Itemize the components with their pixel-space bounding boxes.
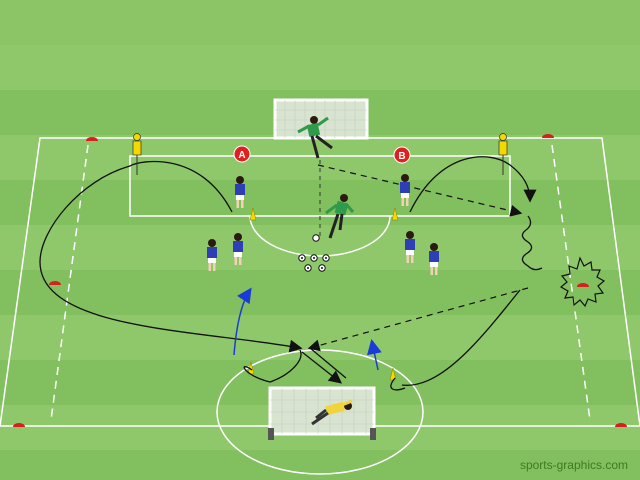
ball bbox=[312, 234, 320, 242]
bottom-right-run bbox=[401, 289, 521, 386]
right-run-arrow bbox=[409, 156, 537, 213]
marker-b: B bbox=[393, 146, 411, 164]
pass-arrow-top bbox=[317, 164, 523, 217]
blue-players bbox=[207, 174, 439, 275]
penalty-arc bbox=[249, 215, 391, 257]
red-cone bbox=[86, 137, 98, 141]
red-cone bbox=[577, 283, 589, 287]
left-dashed-line bbox=[50, 144, 89, 421]
movement-paths bbox=[39, 156, 543, 391]
left-run-arrow bbox=[39, 160, 303, 353]
marker-b-label: B bbox=[398, 151, 405, 162]
red-cones bbox=[13, 134, 627, 427]
goalkeeper-top bbox=[297, 116, 333, 159]
red-cone bbox=[13, 423, 25, 427]
bottom-right-loop bbox=[390, 377, 406, 391]
marker-a-label: A bbox=[238, 150, 245, 161]
goalkeeper-bottom bbox=[311, 399, 353, 426]
pass-arrow-cross bbox=[307, 287, 529, 352]
blue-run-arrow-left bbox=[233, 287, 252, 356]
player-blue bbox=[400, 174, 410, 206]
red-cone bbox=[542, 134, 554, 138]
blue-runs bbox=[233, 287, 382, 371]
player-blue bbox=[405, 231, 415, 263]
right-dashed-line bbox=[551, 144, 591, 421]
player-blue bbox=[233, 233, 243, 265]
defender-zone bbox=[559, 256, 606, 308]
yellow-cone bbox=[249, 207, 257, 221]
dribble-squiggle bbox=[521, 215, 543, 271]
blue-run-arrow-right bbox=[366, 339, 382, 371]
red-cone bbox=[49, 281, 61, 285]
player-blue bbox=[429, 243, 439, 275]
shot-arrow bbox=[301, 351, 343, 384]
mannequin bbox=[498, 133, 508, 175]
red-cone bbox=[615, 423, 627, 427]
player-blue bbox=[235, 176, 245, 208]
shot-arrow-second bbox=[309, 347, 347, 379]
goalkeeper-mid bbox=[325, 194, 355, 239]
bottom-left-loop bbox=[243, 349, 302, 383]
pass-paths bbox=[307, 164, 529, 352]
balls bbox=[298, 234, 330, 272]
field-boundary bbox=[0, 137, 640, 427]
mannequin bbox=[132, 133, 142, 175]
top-goal bbox=[273, 98, 369, 140]
watermark-text: sports-graphics.com bbox=[519, 458, 628, 472]
bottom-goal bbox=[268, 386, 376, 440]
mannequins bbox=[132, 133, 508, 175]
player-blue bbox=[207, 239, 217, 271]
yellow-cone bbox=[391, 207, 399, 221]
marker-a: A bbox=[233, 145, 251, 163]
